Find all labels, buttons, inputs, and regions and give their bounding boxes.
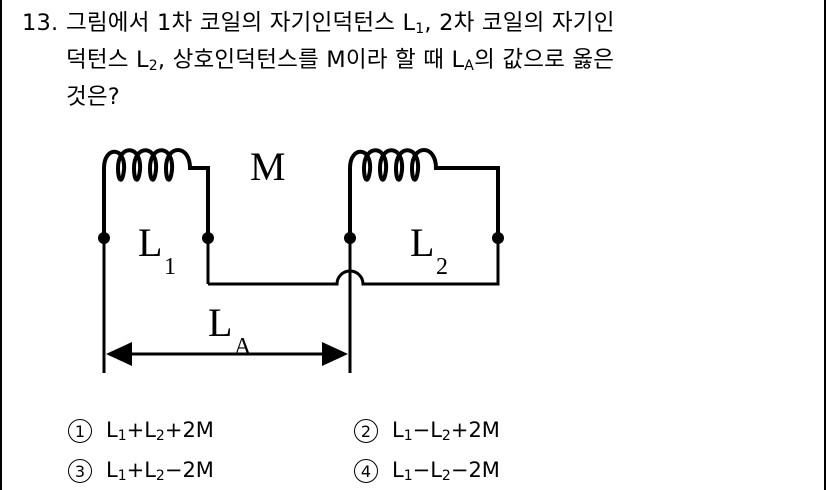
choice-text: L xyxy=(392,418,404,442)
coil-l2 xyxy=(348,148,500,238)
question-l2-subscript: 2 xyxy=(148,58,158,74)
choice-sub: 2 xyxy=(155,468,165,484)
question-line2-a: 덕턴스 L xyxy=(66,47,149,73)
question-number: 13. xyxy=(22,10,59,36)
choice-text: L xyxy=(392,458,404,482)
inductor-circuit-diagram: M L 1 L 2 L A xyxy=(98,144,504,373)
label-l2: L xyxy=(410,220,434,265)
question-text: 13. 그림에서 1차 코일의 자기인덕턴스 L1, 2차 코일의 자기인 덕턴스… xyxy=(22,8,812,113)
terminal-dot xyxy=(492,232,504,244)
choice-text: +L xyxy=(126,418,156,442)
question-line3: 것은? xyxy=(66,84,120,110)
question-line1-a: 그림에서 1차 코일의 자기인덕턴스 L xyxy=(66,10,416,36)
choice-sub: 2 xyxy=(155,428,165,444)
la-double-arrow xyxy=(106,342,348,366)
choice-marker: 3 xyxy=(68,459,92,483)
question-la-subscript: A xyxy=(464,58,475,74)
choice-sub: 1 xyxy=(403,428,413,444)
choice-marker: 4 xyxy=(354,459,378,483)
terminal-dot xyxy=(202,232,214,244)
choice-text: −2M xyxy=(450,458,500,482)
label-m: M xyxy=(250,144,286,189)
frame-left-border xyxy=(0,0,2,490)
choice-text: +2M xyxy=(164,418,214,442)
label-l2-sub: 2 xyxy=(436,254,448,280)
question-l1-subscript: 1 xyxy=(415,21,425,37)
choice-text: −L xyxy=(412,418,442,442)
terminal-dot xyxy=(344,232,356,244)
label-la-sub: A xyxy=(234,334,252,360)
choice-text: −2M xyxy=(164,458,214,482)
terminal-dot xyxy=(98,232,110,244)
question-line1-b: , 2차 코일의 자기인 xyxy=(424,10,615,36)
question-line2-c: 의 값으로 옳은 xyxy=(474,47,615,73)
circuit-wires xyxy=(102,238,500,373)
choice-sub: 1 xyxy=(117,468,127,484)
choice-sub: 2 xyxy=(441,428,451,444)
choice-sub: 1 xyxy=(403,468,413,484)
choice-text: +2M xyxy=(450,418,500,442)
choice-text: +L xyxy=(126,458,156,482)
choice-text: L xyxy=(106,418,118,442)
choice-sub: 2 xyxy=(441,468,451,484)
label-l1-sub: 1 xyxy=(164,254,176,280)
label-la: L xyxy=(208,300,232,345)
coil-l1 xyxy=(102,148,210,238)
question-line2-b: , 상호인덕턴스를 M이라 할 때 L xyxy=(157,47,465,73)
choice-sub: 1 xyxy=(117,428,127,444)
choice-text: −L xyxy=(412,458,442,482)
frame-right-border xyxy=(824,0,826,490)
label-l1: L xyxy=(138,220,162,265)
choice-marker: 1 xyxy=(68,419,92,443)
choice-marker: 2 xyxy=(354,419,378,443)
choice-text: L xyxy=(106,458,118,482)
